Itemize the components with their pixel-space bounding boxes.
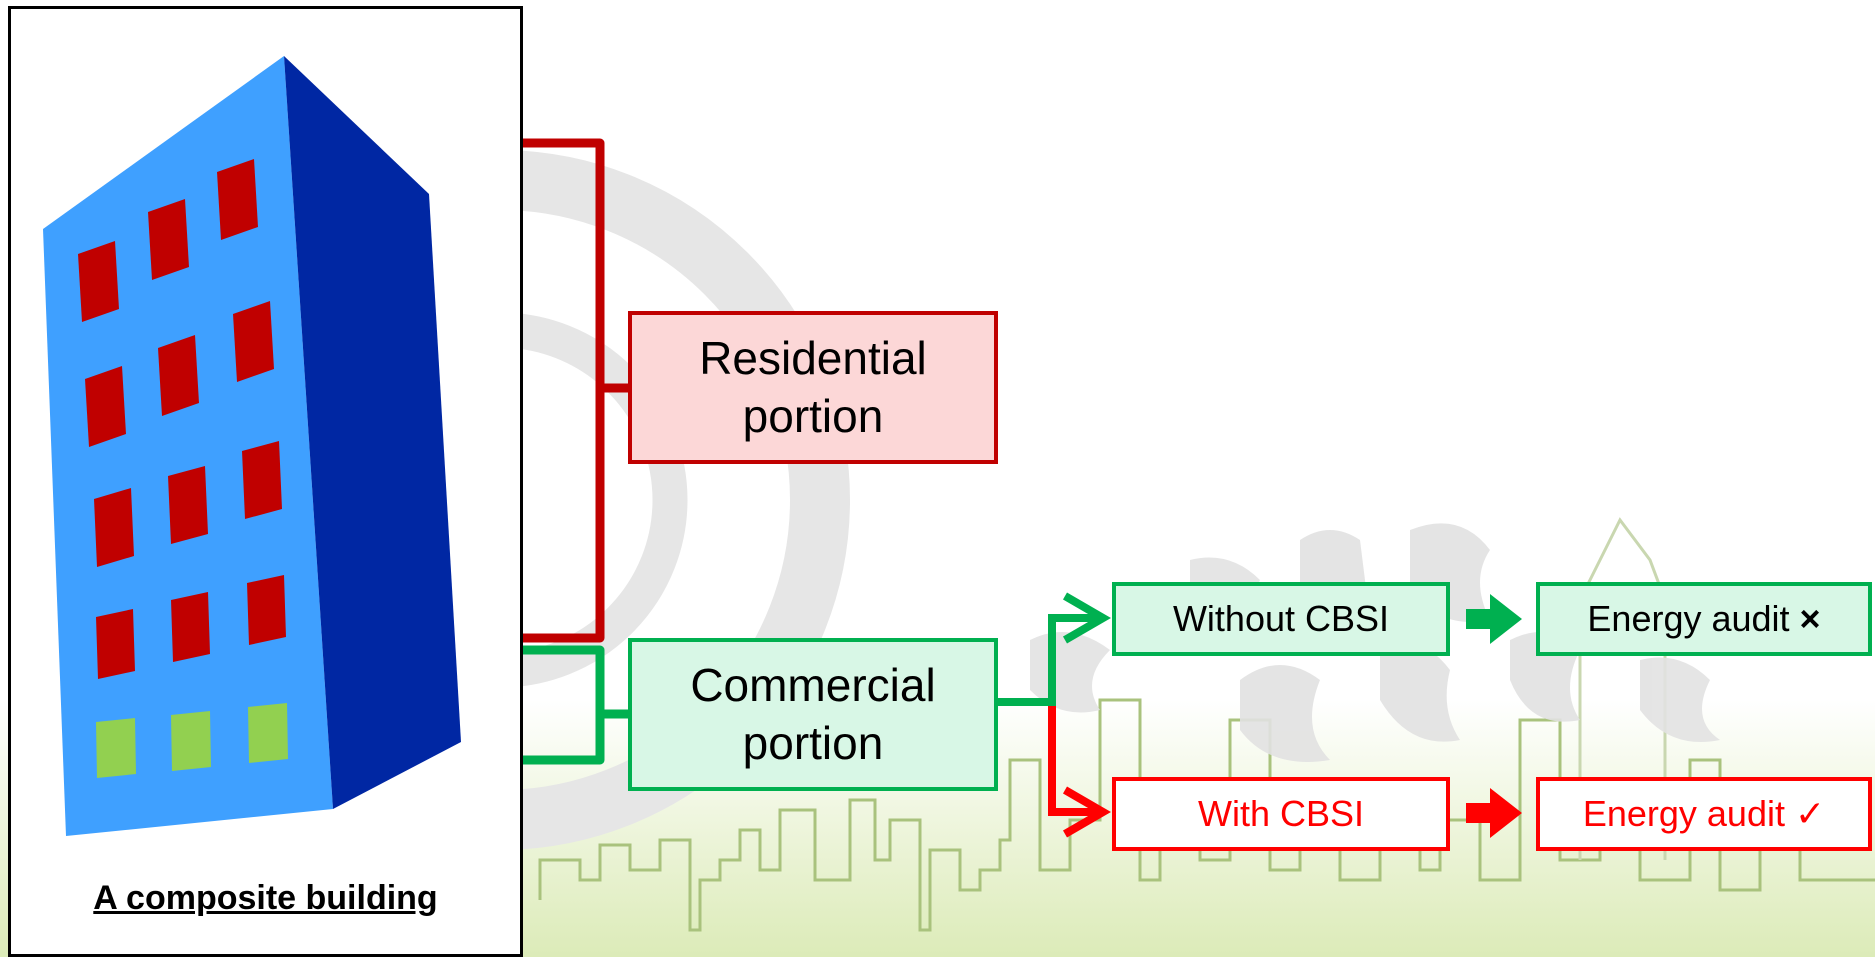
building-side <box>284 56 461 809</box>
residential-line2: portion <box>742 389 884 442</box>
red-branch-line <box>1048 706 1100 816</box>
green-branch-line <box>998 614 1100 706</box>
check-icon: ✓ <box>1794 793 1826 834</box>
red-branch-arrowhead <box>1062 786 1111 838</box>
energy-audit-not-required-box: Energy audit × <box>1536 582 1872 656</box>
building-illustration <box>43 56 461 836</box>
green-branch-arrowhead <box>1062 592 1111 644</box>
with-cbsi-label: With CBSI <box>1197 793 1365 834</box>
building-panel: A composite building <box>8 6 523 957</box>
energy-audit-required-box: Energy audit ✓ <box>1536 777 1872 851</box>
residential-line1: Residential <box>699 332 927 384</box>
commercial-bracket <box>523 645 628 765</box>
commercial-line2: portion <box>742 716 884 769</box>
residential-windows <box>78 159 286 679</box>
commercial-line1: Commercial <box>690 659 936 711</box>
without-cbsi-box: Without CBSI <box>1112 582 1450 656</box>
cross-icon: × <box>1799 598 1821 639</box>
with-cbsi-box: With CBSI <box>1112 777 1450 851</box>
energy-audit-label: Energy audit <box>1582 793 1785 834</box>
red-block-arrow <box>1466 788 1522 838</box>
without-cbsi-label: Without CBSI <box>1172 598 1390 639</box>
commercial-portion-box: Commercial portion <box>628 638 998 791</box>
green-block-arrow <box>1466 594 1522 644</box>
residential-bracket <box>523 138 628 643</box>
residential-portion-box: Residential portion <box>628 311 998 464</box>
commercial-windows <box>96 703 288 778</box>
skyline <box>538 698 1875 932</box>
building-caption: A composite building <box>93 879 438 917</box>
energy-audit-label: Energy audit <box>1587 598 1790 639</box>
